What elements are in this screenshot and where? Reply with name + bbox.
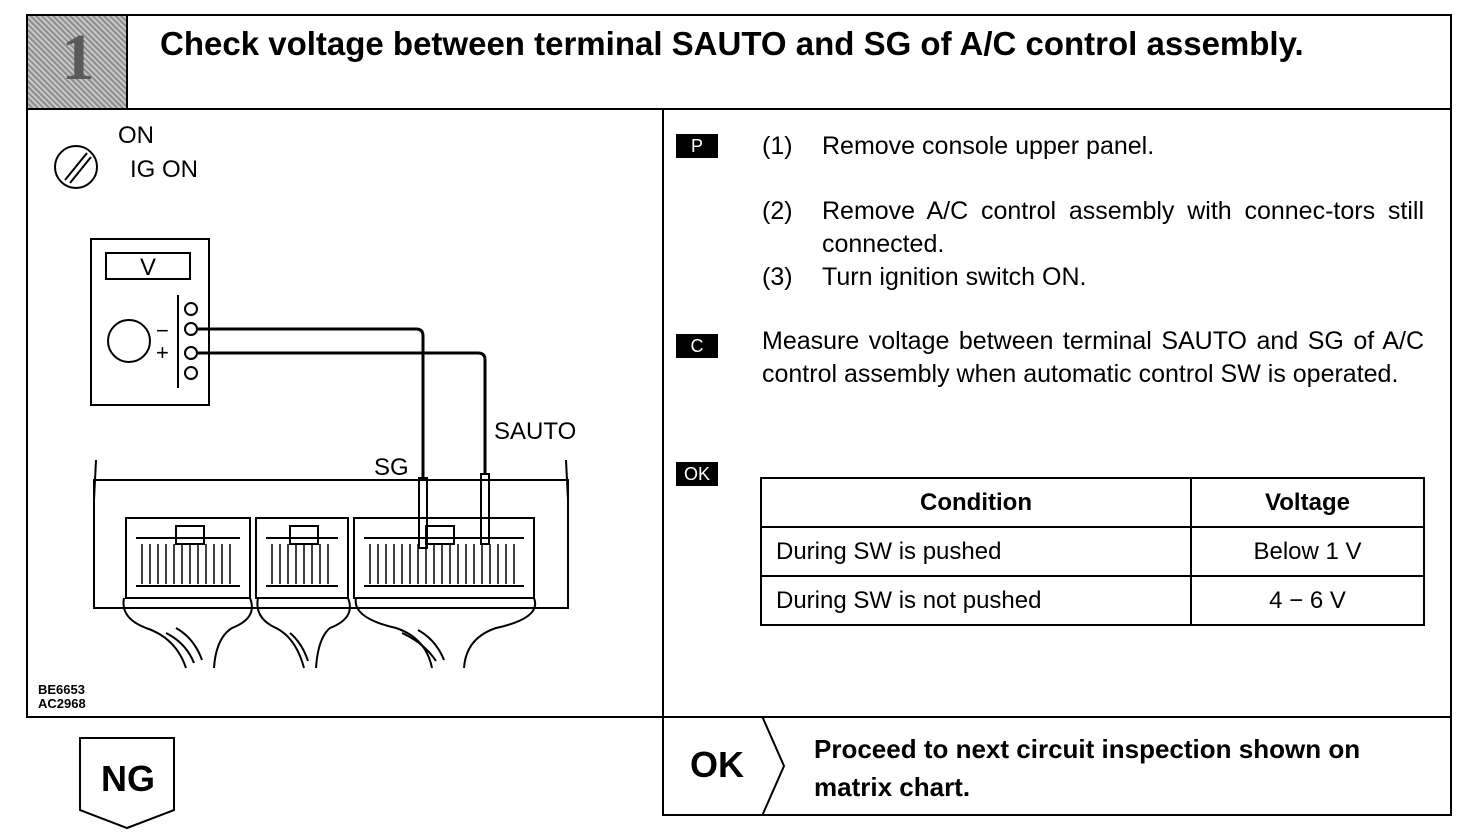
ignition-ig-on-label: IG ON xyxy=(130,156,199,183)
step-number: 1 xyxy=(61,21,95,94)
ok-tag: OK xyxy=(676,462,718,486)
ignition-key-icon xyxy=(54,145,98,189)
step-number-2: (2) xyxy=(762,197,793,225)
check-tag: C xyxy=(676,334,718,358)
table-cell: During SW is not pushed xyxy=(760,575,1192,626)
minus-terminal-label: − xyxy=(156,318,169,343)
step-item-3: (3) Turn ignition switch ON. xyxy=(762,261,1424,294)
table-row: During SW is pushed Below 1 V xyxy=(760,526,1425,577)
table-cell: 4 − 6 V xyxy=(1190,575,1425,626)
ignition-on-label: ON xyxy=(118,122,154,149)
diagram-code-2: AC2968 xyxy=(38,696,86,711)
step-number-box xyxy=(28,16,128,108)
diagram-panel xyxy=(26,108,664,718)
table-header: Voltage xyxy=(1190,477,1425,528)
ok-result-label: OK xyxy=(690,744,744,785)
ok-result-bar xyxy=(662,716,1452,816)
table-row: During SW is not pushed 4 − 6 V xyxy=(760,575,1425,626)
wiring-diagram xyxy=(54,145,569,669)
voltmeter xyxy=(90,238,210,406)
voltmeter-label: V xyxy=(139,254,156,281)
diagram-code-1: BE6653 xyxy=(38,682,85,697)
step-text-2: Remove A/C control assembly with connec-… xyxy=(822,197,1424,258)
table-cell: During SW is pushed xyxy=(760,526,1192,577)
step-item-1: (1) Remove console upper panel. xyxy=(762,130,1424,163)
table-header: Condition xyxy=(760,477,1192,528)
instruction-panel xyxy=(662,108,1452,716)
table-header-row: Condition Voltage xyxy=(760,477,1425,528)
table-cell: Below 1 V xyxy=(1190,526,1425,577)
prep-tag: P xyxy=(676,134,718,158)
condition-table: Condition Voltage During SW is pushed Be… xyxy=(760,477,1425,626)
check-text: Measure voltage between terminal SAUTO a… xyxy=(762,327,1424,388)
ok-result-text: Proceed to next circuit inspection shown… xyxy=(814,734,1361,802)
step-text-3: Turn ignition switch ON. xyxy=(822,263,1087,291)
terminal-sg-label: SG xyxy=(374,454,409,481)
terminal-sauto-label: SAUTO xyxy=(494,418,577,445)
step-number-1: (1) xyxy=(762,132,793,160)
chevron-right-icon xyxy=(761,716,786,816)
page-title: Check voltage between terminal SAUTO and… xyxy=(160,25,1304,62)
ng-pentagon-icon xyxy=(79,737,175,830)
step-text-1: Remove console upper panel. xyxy=(822,132,1155,160)
plus-terminal-label: + xyxy=(156,340,169,365)
step-number-3: (3) xyxy=(762,263,793,291)
ng-result-label: NG xyxy=(101,758,155,799)
step-item-2: (2) Remove A/C control assembly with con… xyxy=(762,195,1424,261)
